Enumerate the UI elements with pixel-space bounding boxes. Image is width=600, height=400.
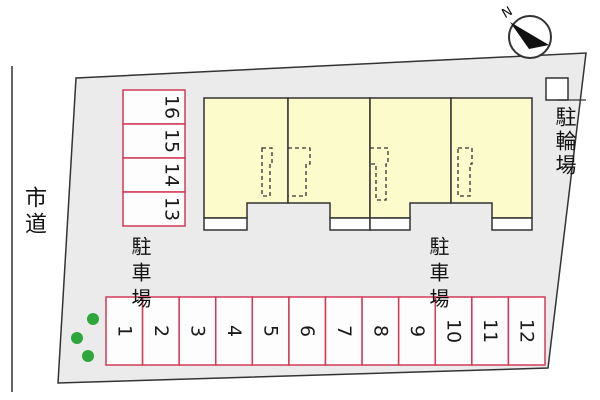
- compass-north-icon: N: [500, 4, 552, 59]
- stair-outline: [370, 147, 389, 201]
- parking-space-number: 14: [160, 163, 182, 187]
- building-unit: [450, 97, 533, 219]
- parking-space-number: 10: [443, 319, 465, 343]
- building-step: [491, 217, 533, 231]
- tree-icon: [82, 350, 94, 362]
- trees: [71, 313, 99, 362]
- parking-column-left: 16 15 14 13: [122, 89, 186, 227]
- building-unit: [203, 97, 289, 219]
- parking-space-number: 12: [516, 319, 538, 343]
- parking-space: [122, 191, 186, 227]
- parking-space-number: 6: [296, 325, 318, 337]
- parking-space-number: 15: [160, 129, 182, 153]
- parking-space-number: 11: [479, 319, 501, 343]
- building-step: [329, 217, 371, 231]
- bicycle-parking-box: [545, 77, 569, 101]
- parking-space: [251, 296, 290, 366]
- parking-space-number: 16: [160, 95, 182, 119]
- building-unit: [369, 97, 452, 219]
- parking-label-right: 駐車場: [426, 236, 450, 314]
- parking-space: [324, 296, 363, 366]
- parking-space: [178, 296, 217, 366]
- parking-space-number: 1: [113, 325, 135, 337]
- parking-label-left: 駐車場: [128, 236, 152, 314]
- stair-outlines: [261, 147, 473, 201]
- building-step: [369, 217, 411, 231]
- stair-outline: [261, 147, 273, 197]
- parking-space: [141, 296, 180, 366]
- stair-outline: [457, 147, 473, 197]
- parking-space: [361, 296, 400, 366]
- building-unit: [287, 97, 371, 219]
- stair-outline: [288, 147, 311, 197]
- parking-space: [122, 157, 186, 193]
- parking-space: [434, 296, 473, 366]
- tree-icon: [71, 332, 83, 344]
- building-units: [203, 97, 533, 231]
- parking-space-number: 4: [223, 325, 245, 337]
- parking-space: [105, 296, 144, 366]
- building-step: [203, 217, 248, 231]
- parking-space-number: 3: [186, 325, 208, 337]
- parking-space: [288, 296, 327, 366]
- bicycle-parking-label: 駐輪場: [553, 106, 577, 178]
- parking-space-number: 7: [333, 325, 355, 337]
- parking-space-number: 5: [260, 325, 282, 337]
- parking-space-number: 13: [160, 197, 182, 221]
- parking-space: [397, 296, 436, 366]
- parking-space-number: 8: [369, 325, 391, 337]
- north-label: N: [500, 4, 516, 22]
- road-label: 市道: [21, 186, 46, 238]
- parking-space: [507, 296, 546, 366]
- tree-icon: [87, 313, 99, 325]
- parking-space-number: 2: [150, 325, 172, 337]
- parking-space-number: 9: [406, 325, 428, 337]
